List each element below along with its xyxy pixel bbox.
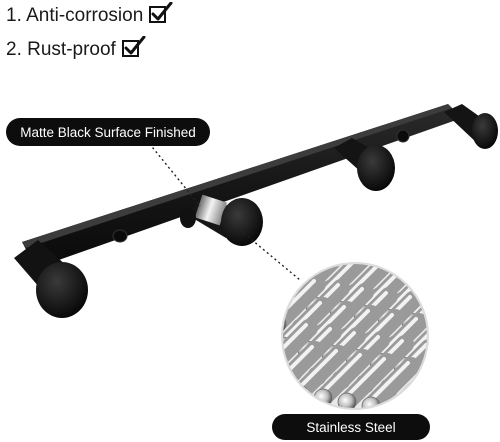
steel-rod-highlight: [302, 305, 346, 349]
steel-rod-highlight: [318, 353, 362, 397]
steel-rod: [290, 345, 348, 403]
hook-1: [14, 240, 88, 318]
checkbox-checked-icon: [121, 35, 146, 64]
steel-rod: [314, 349, 372, 407]
steel-rod-highlight: [283, 323, 308, 367]
steel-rod-highlight: [374, 317, 418, 361]
hook-2: [180, 194, 263, 246]
steel-rod-highlight: [283, 279, 316, 323]
steel-rod: [283, 341, 324, 399]
steel-rod-highlight: [358, 269, 402, 313]
steel-rod: [283, 319, 318, 377]
steel-rod-end: [337, 392, 357, 408]
hook-3: [334, 138, 395, 191]
steel-rod: [362, 357, 420, 408]
surface-callout: Matte Black Surface Finished: [6, 118, 210, 146]
steel-rod-end: [283, 314, 287, 334]
steel-rod-highlight: [283, 264, 324, 279]
steel-rod: [338, 353, 396, 408]
stainless-steel-closeup: [260, 262, 429, 410]
steel-rod-highlight: [342, 357, 386, 401]
steel-rod-end: [260, 359, 278, 377]
steel-rod-end: [283, 380, 285, 400]
feature-label: 2. Rust-proof: [6, 39, 116, 60]
steel-rod-highlight: [334, 265, 378, 309]
steel-rod-end: [283, 270, 295, 290]
steel-rod-highlight: [406, 277, 427, 321]
steel-rod-highlight: [310, 264, 354, 305]
feature-anti-corrosion: 1. Anti-corrosion: [6, 1, 173, 30]
steel-rod-highlight: [350, 313, 394, 357]
feature-rust-proof: 2. Rust-proof: [6, 35, 146, 64]
hook-4: [444, 104, 498, 149]
steel-rod-highlight: [398, 321, 427, 365]
steel-rod-highlight: [294, 349, 338, 393]
steel-rod-highlight: [283, 301, 322, 345]
steel-rod-highlight: [366, 361, 410, 405]
steel-rod-highlight: [326, 309, 370, 353]
steel-rod-highlight: [283, 345, 314, 389]
material-callout: Stainless Steel: [272, 414, 430, 440]
material-leader-line: [239, 229, 301, 281]
checkbox-checked-icon: [149, 1, 173, 30]
feature-label: 1. Anti-corrosion: [6, 5, 144, 26]
steel-rod-end: [289, 384, 309, 404]
